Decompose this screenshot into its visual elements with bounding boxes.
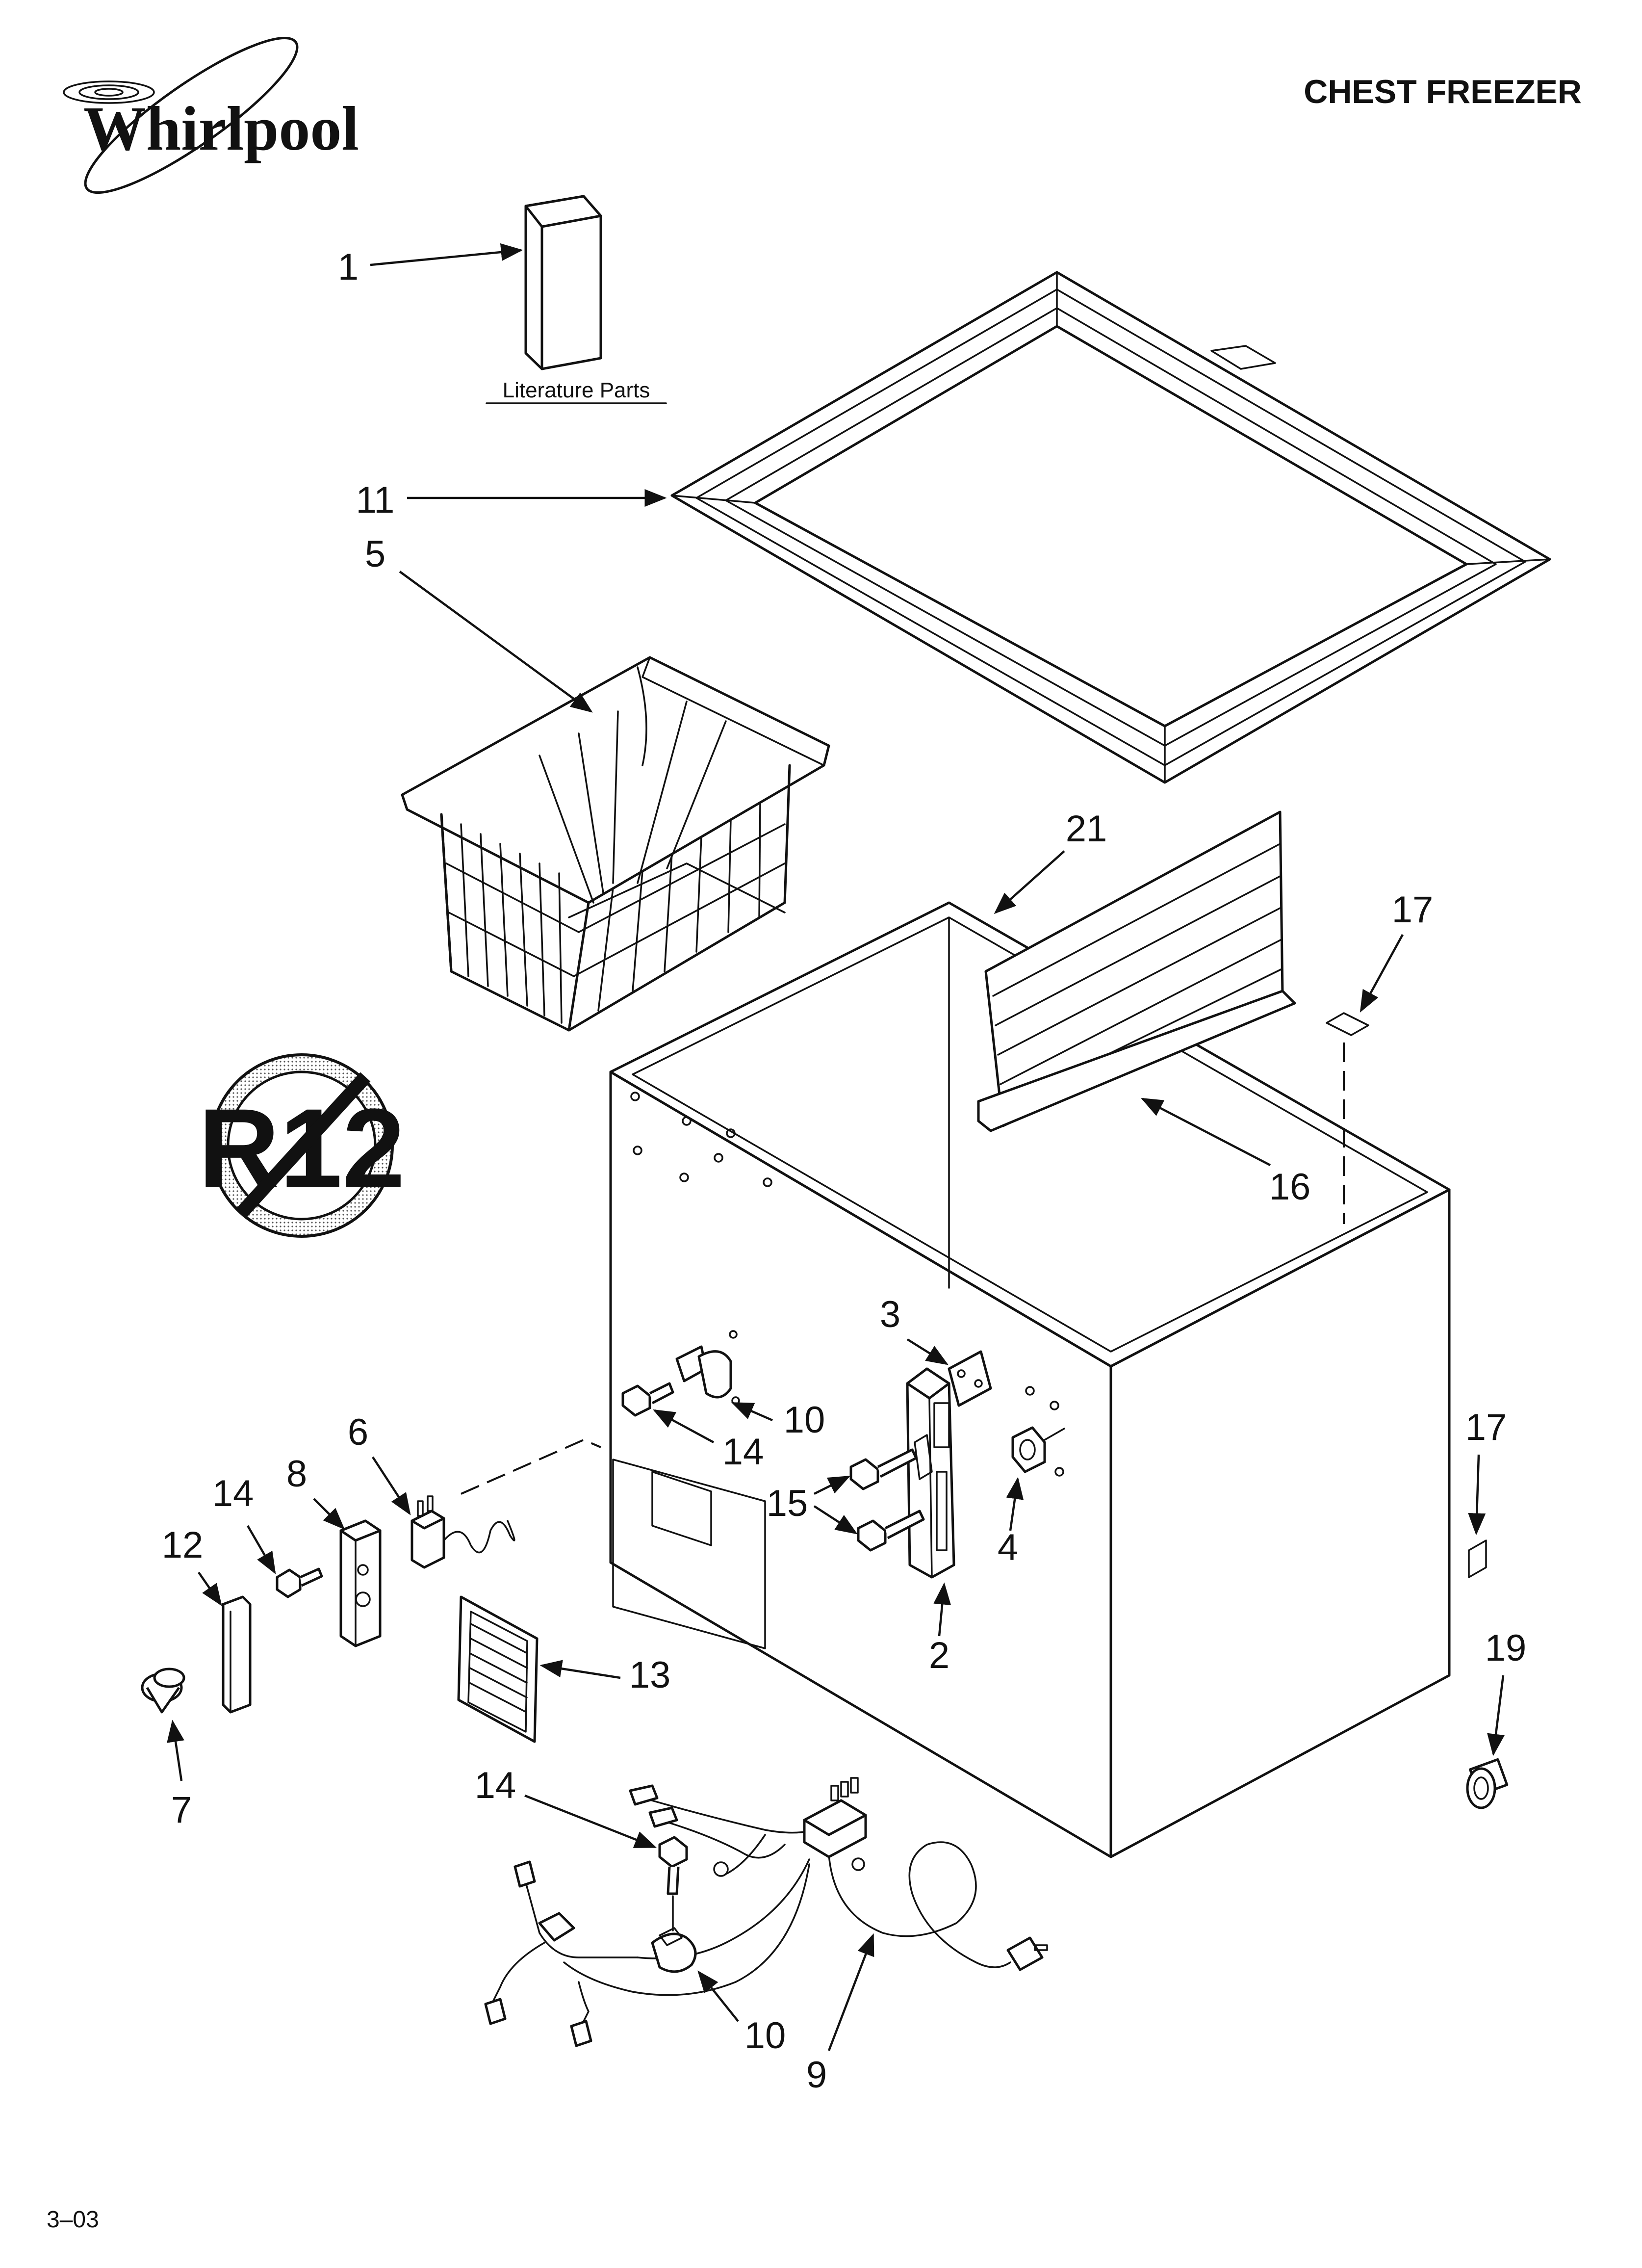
part-control-plate xyxy=(339,1519,382,1647)
logo-swirl-icon xyxy=(63,80,155,104)
part-label-side xyxy=(1468,1539,1487,1578)
part-clip-lower xyxy=(651,1927,697,1973)
callout-6: 6 xyxy=(348,1411,368,1453)
brand-name: Whirlpool xyxy=(83,94,359,163)
callout-14-lower: 14 xyxy=(475,1765,516,1806)
part-knob xyxy=(141,1668,185,1714)
part-wiring-harness xyxy=(484,1777,1048,2047)
part-thermostat xyxy=(410,1495,515,1569)
callout-14-upper: 14 xyxy=(722,1431,764,1473)
callout-21: 21 xyxy=(1066,808,1107,850)
callout-1: 1 xyxy=(338,246,359,288)
part-divider xyxy=(977,810,1296,1132)
part-hinge-cam xyxy=(1011,1426,1065,1473)
callout-8: 8 xyxy=(286,1453,307,1495)
part-screw-lower xyxy=(658,1836,688,1931)
callout-13: 13 xyxy=(629,1654,671,1696)
part-hinge-screw-upper xyxy=(849,1448,918,1490)
no-r12-badge: R12 xyxy=(198,1053,405,1238)
callout-10-lower: 10 xyxy=(744,2015,786,2057)
part-cabinet xyxy=(609,901,1451,1858)
callout-19: 19 xyxy=(1485,1627,1527,1669)
cabinet-opening xyxy=(612,1459,766,1649)
logo-swoosh-icon xyxy=(84,36,299,194)
part-trim-strip xyxy=(222,1595,252,1714)
part-screw-left xyxy=(276,1567,323,1598)
part-lid-gasket xyxy=(670,271,1551,784)
part-hinge xyxy=(906,1367,955,1579)
capillary-route-line xyxy=(461,1438,601,1495)
revision-code: 3–03 xyxy=(47,2207,99,2233)
callout-11: 11 xyxy=(356,479,395,521)
callout-5: 5 xyxy=(365,533,385,575)
part-literature: Literature Parts xyxy=(486,195,667,404)
prohibition-slash-icon xyxy=(235,1072,371,1219)
callout-9: 9 xyxy=(806,2054,827,2096)
callout-2: 2 xyxy=(929,1635,949,1676)
callout-3: 3 xyxy=(880,1294,900,1335)
part-leveling-foot xyxy=(1466,1758,1509,1809)
callout-4: 4 xyxy=(998,1527,1018,1568)
part-hinge-bracket xyxy=(948,1350,992,1407)
page-title: CHEST FREEZER xyxy=(1304,73,1582,110)
callout-16: 16 xyxy=(1269,1166,1311,1208)
literature-parts-label: Literature Parts xyxy=(503,378,650,402)
callout-12: 12 xyxy=(162,1524,204,1566)
callout-17-side: 17 xyxy=(1465,1407,1507,1448)
whirlpool-logo: Whirlpool xyxy=(63,36,359,194)
callout-17-top: 17 xyxy=(1392,889,1434,931)
callout-14-left: 14 xyxy=(212,1473,254,1514)
callout-7: 7 xyxy=(171,1789,192,1831)
part-wire-basket xyxy=(401,656,830,1032)
part-screw-upper xyxy=(621,1382,674,1417)
part-label-top xyxy=(1326,1012,1369,1224)
part-clip-upper xyxy=(675,1330,740,1405)
part-grille xyxy=(457,1595,539,1743)
callout-15: 15 xyxy=(767,1483,808,1524)
callout-10-upper: 10 xyxy=(784,1399,825,1441)
part-hinge-screw-lower xyxy=(857,1510,925,1552)
